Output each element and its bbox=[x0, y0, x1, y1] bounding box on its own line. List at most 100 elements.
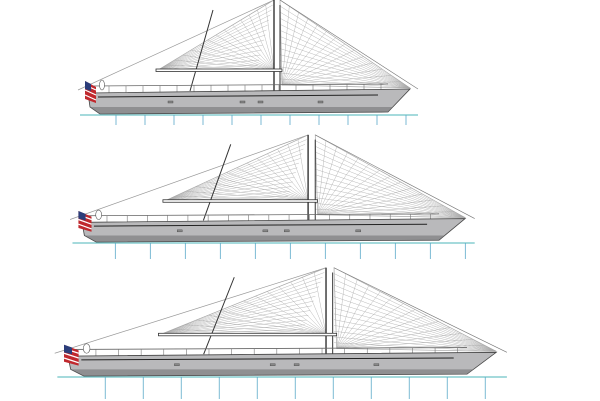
headsail-panel-line bbox=[315, 180, 466, 218]
mainsail-panel-line bbox=[240, 19, 275, 71]
headsail-panel-line bbox=[279, 42, 411, 89]
headsail-panel-line bbox=[333, 279, 497, 352]
mainsail-panel-line bbox=[191, 49, 275, 71]
hull-boot-stripe bbox=[84, 235, 445, 243]
hull-boot-stripe bbox=[70, 369, 474, 377]
guard-rail bbox=[89, 83, 389, 87]
mainsail-panel-line bbox=[161, 300, 314, 335]
mainsail-panel-line bbox=[161, 277, 323, 335]
headsail-panel-line bbox=[333, 319, 497, 352]
mainsail-panel-line bbox=[199, 44, 275, 71]
headsail-panel-line bbox=[317, 193, 423, 215]
porthole bbox=[373, 363, 380, 366]
mainsail-panel-line bbox=[215, 34, 275, 71]
mainsail-panel-line bbox=[161, 315, 309, 335]
porthole bbox=[257, 100, 264, 104]
headsail-panel-line bbox=[279, 36, 411, 89]
mainsail-panel-line bbox=[157, 9, 272, 71]
flag-stripe bbox=[78, 218, 92, 225]
mainsail-panel-line bbox=[216, 177, 309, 201]
mainsail-panel-line bbox=[157, 4, 273, 71]
crew-figure bbox=[82, 343, 91, 354]
headsail-panel-line bbox=[281, 75, 392, 86]
porthole bbox=[262, 229, 269, 233]
headsail-panel-line bbox=[317, 205, 444, 215]
mainsail-panel-line bbox=[157, 14, 271, 71]
porthole bbox=[174, 363, 180, 366]
porthole bbox=[293, 363, 300, 366]
mainsail-panel-line bbox=[161, 305, 312, 335]
porthole bbox=[317, 100, 324, 104]
headsail-panel-line bbox=[317, 199, 434, 215]
mainsail-panel-line bbox=[224, 29, 275, 71]
flag-canton bbox=[85, 81, 91, 91]
runner bbox=[203, 277, 235, 355]
headsail-panel-line bbox=[336, 309, 416, 349]
mainsail-panel-line bbox=[208, 315, 327, 335]
boat-profile-c bbox=[54, 267, 508, 399]
headsail-panel-line bbox=[279, 66, 411, 89]
headsail-panel-line bbox=[281, 56, 364, 86]
headsail-panel-line bbox=[336, 273, 346, 349]
boat-profile-a bbox=[77, 0, 419, 125]
porthole bbox=[269, 363, 276, 366]
mainsail-panel-line bbox=[165, 153, 303, 201]
mainsail-panel-line bbox=[161, 296, 316, 335]
boom bbox=[155, 68, 283, 72]
mainsail-panel-line bbox=[267, 291, 327, 335]
mainsail-panel-line bbox=[161, 324, 305, 335]
mainsail-panel-line bbox=[161, 281, 321, 335]
headsail-panel-line bbox=[281, 50, 355, 86]
flag-canton bbox=[64, 344, 72, 355]
headsail-panel-line bbox=[279, 54, 411, 89]
mainsail-panel-line bbox=[206, 181, 309, 201]
crew-figure bbox=[95, 209, 102, 220]
backstay bbox=[69, 134, 309, 220]
headsail-panel-line bbox=[279, 30, 411, 89]
forestay bbox=[333, 267, 508, 353]
headsail-panel-line bbox=[279, 5, 411, 89]
mainsail-panel-line bbox=[165, 139, 307, 201]
runner bbox=[202, 144, 232, 221]
porthole bbox=[167, 100, 174, 104]
mainsail-panel-line bbox=[219, 310, 327, 335]
boat-profile-b bbox=[69, 134, 475, 259]
headsail-panel-line bbox=[333, 284, 497, 352]
mainsail-panel-line bbox=[278, 286, 327, 335]
headsail-panel-line bbox=[333, 302, 497, 352]
headsail-panel-line bbox=[315, 146, 466, 218]
guard-rail bbox=[84, 213, 440, 217]
headsail-panel-line bbox=[317, 170, 380, 215]
mainsail-panel-line bbox=[157, 44, 263, 71]
flag-stripe bbox=[63, 352, 79, 359]
sheer-line bbox=[93, 223, 428, 227]
headsail-panel-line bbox=[315, 191, 466, 218]
headsail-panel-line bbox=[315, 168, 466, 218]
porthole bbox=[284, 229, 290, 233]
headsail-panel-line bbox=[281, 12, 299, 86]
mainsail-panel-line bbox=[165, 148, 304, 201]
backstay bbox=[54, 267, 327, 354]
mainsail-panel-line bbox=[265, 4, 275, 71]
headsail-panel-line bbox=[336, 291, 381, 349]
porthole bbox=[355, 229, 361, 233]
flag-stripe bbox=[84, 94, 97, 101]
backstay bbox=[77, 0, 275, 91]
headsail-panel-line bbox=[279, 72, 411, 89]
mainsail-panel-line bbox=[157, 54, 261, 71]
headsail-panel-line bbox=[315, 163, 466, 218]
mainsail-panel-line bbox=[165, 144, 306, 201]
headsail-panel-line bbox=[317, 164, 369, 215]
runner bbox=[189, 9, 214, 92]
porthole bbox=[176, 229, 183, 233]
sheer-line bbox=[81, 357, 454, 361]
mainsail-panel-line bbox=[231, 305, 327, 335]
headsail-panel-line bbox=[333, 307, 497, 352]
mainsail-panel-line bbox=[161, 319, 307, 335]
flag-stripe bbox=[63, 357, 79, 364]
mainsail-panel-line bbox=[157, 59, 260, 71]
headsail-panel-line bbox=[279, 24, 411, 89]
mainsail-panel-line bbox=[184, 324, 327, 335]
mainsail-panel-line bbox=[196, 319, 327, 335]
